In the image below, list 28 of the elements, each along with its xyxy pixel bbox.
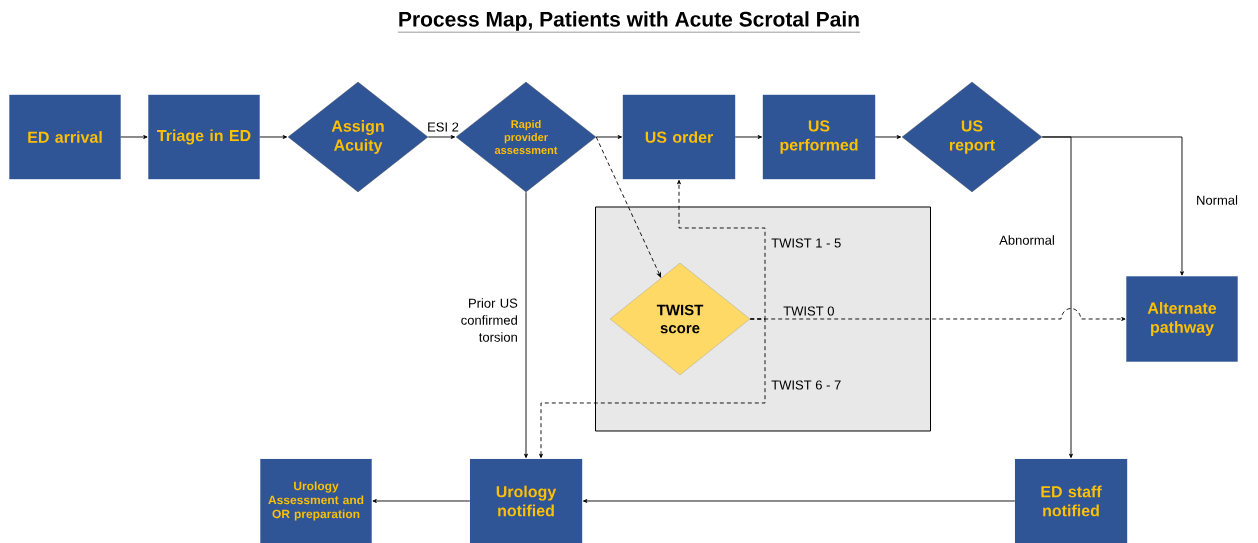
arrow (120, 135, 148, 139)
process-box: Alternate pathway (1126, 276, 1238, 362)
arrow (595, 135, 623, 139)
title: Process Map, Patients with Acute Scrotal Pain (397, 11, 861, 33)
arrow (595, 136, 662, 278)
edge-label: Abnormal (999, 235, 1054, 245)
process-box: Urology Assessment and OR preparation (260, 458, 372, 543)
arrow (677, 179, 766, 320)
process-box: US performed (762, 94, 876, 180)
arrow (734, 135, 763, 139)
arrow (524, 191, 528, 459)
arrow (259, 135, 288, 139)
edge-label: TWIST 1 - 5 (771, 238, 841, 248)
arrow (372, 499, 471, 503)
edge-label: TWIST 6 - 7 (771, 380, 841, 390)
process-box: Triage in ED (148, 94, 260, 180)
arrow (539, 318, 766, 459)
process-box: US order (622, 94, 736, 180)
edge-label: Prior US confirmed torsion (461, 298, 518, 342)
edge-label: Normal (1197, 195, 1238, 205)
arrow (874, 135, 902, 139)
process-box: Urology notified (469, 458, 583, 543)
arrow (1041, 136, 1073, 459)
process-box: ED arrival (9, 94, 121, 180)
arrow (427, 135, 456, 139)
edge-label: TWIST 0 (783, 306, 834, 316)
process-box: ED staff notified (1014, 458, 1128, 543)
arrow (582, 499, 1016, 503)
